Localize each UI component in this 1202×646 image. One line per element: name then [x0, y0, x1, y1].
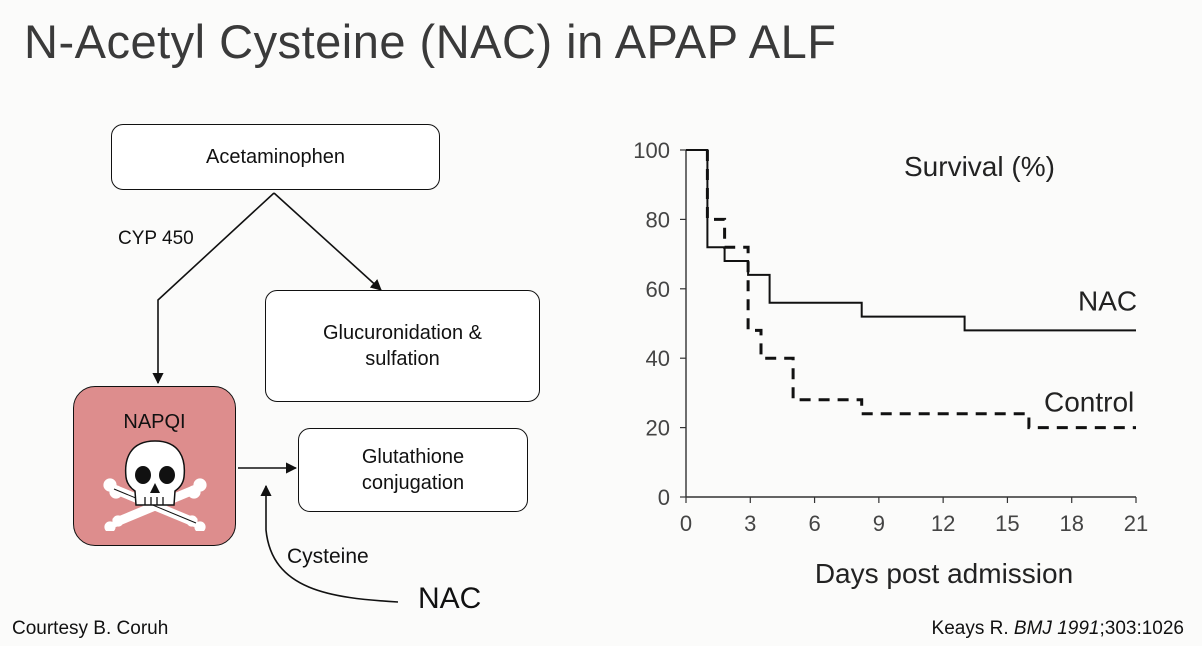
cyp450-label: CYP 450 — [118, 228, 194, 249]
x-tick-label: 0 — [680, 511, 692, 536]
x-tick-label: 6 — [808, 511, 820, 536]
series-label-control: Control — [1044, 387, 1134, 418]
series-line-control — [705, 150, 1136, 430]
x-tick-label: 15 — [995, 511, 1019, 536]
glutathione-label: Glutathione — [361, 446, 465, 468]
acetaminophen-box: Acetaminophen — [111, 124, 440, 190]
credit-journal: BMJ 1991 — [1013, 618, 1100, 639]
arrow-nac-to-glutathione — [260, 484, 399, 603]
series-label-nac: NAC — [1078, 285, 1137, 316]
glucuronidation-box: Glucuronidation & sulfation — [265, 290, 540, 402]
glucuronidation-label: Glucuronidation & — [323, 322, 482, 344]
x-tick-label: 12 — [931, 511, 955, 536]
slide-title: N-Acetyl Cysteine (NAC) in APAP ALF — [24, 15, 837, 68]
chart-title: Survival (%) — [904, 151, 1055, 182]
napqi-label: NAPQI — [123, 411, 186, 433]
napqi-box: NAPQI — [73, 386, 236, 546]
conjugation-label: conjugation — [361, 472, 465, 494]
x-tick-label: 21 — [1124, 511, 1148, 536]
sulfation-label: sulfation — [365, 348, 440, 370]
arrow-to-napqi — [152, 192, 275, 385]
y-tick-label: 60 — [646, 277, 670, 302]
acetaminophen-label: Acetaminophen — [206, 146, 345, 168]
credit-ref: ;303:1026 — [1099, 618, 1184, 639]
pathway-arrows — [152, 192, 399, 603]
credit-author: Keays R. — [931, 618, 1014, 639]
nac-label: NAC — [418, 582, 482, 615]
credit-left: Courtesy B. Coruh — [12, 618, 169, 639]
skull-crossbones-icon — [102, 440, 207, 531]
y-tick-label: 20 — [646, 416, 670, 441]
series-line-nac — [686, 149, 1136, 332]
y-tick-label: 40 — [646, 346, 670, 371]
y-tick-label: 100 — [633, 138, 670, 163]
y-tick-label: 80 — [646, 207, 670, 232]
credit-right: Keays R. BMJ 1991;303:1026 — [932, 618, 1184, 640]
arrow-to-glucuronidation — [273, 192, 382, 291]
survival-chart: 0 20 40 60 80 100 0 3 6 9 12 15 18 21 NAC Control Surv… — [633, 138, 1148, 589]
cysteine-label: Cysteine — [287, 545, 369, 568]
x-tick-label: 9 — [873, 511, 885, 536]
x-tick-label: 18 — [1059, 511, 1083, 536]
x-axis-label: Days post admission — [815, 558, 1073, 589]
y-tick-label: 0 — [658, 485, 670, 510]
x-tick-label: 3 — [744, 511, 756, 536]
glutathione-box: Glutathione conjugation — [298, 428, 528, 512]
